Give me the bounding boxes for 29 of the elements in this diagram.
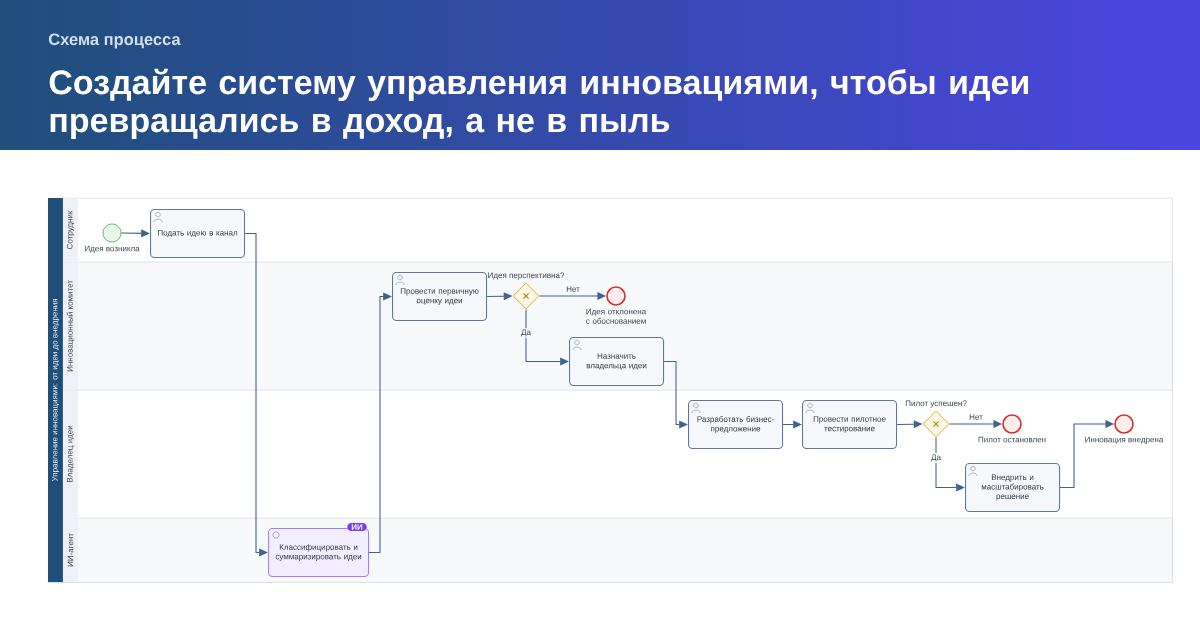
flow-arrow <box>663 361 688 429</box>
edge-label: Да <box>929 453 943 463</box>
event-label: Идея возникла <box>85 245 140 253</box>
edge-label: Да <box>519 328 533 338</box>
kicker-text: Схема процесса <box>48 33 181 49</box>
lane-header: ИИ-агент <box>63 518 78 582</box>
task-box: Разработать бизнес-предложение <box>688 400 784 450</box>
task-box: Провести первичную оценку идеи <box>392 272 488 322</box>
edge-label: Нет <box>564 284 582 294</box>
flow-arrow <box>368 292 392 554</box>
badge: ИИ <box>347 523 367 531</box>
pool-header: Управление инновациями: от идеи до внедрения <box>48 198 63 582</box>
task-box: Провести пилотное тестирование <box>802 400 898 450</box>
title-text: Создайте систему управления инновациями, чтобы идеи превращались в доход, а не в пыль <box>49 68 1028 140</box>
gateway-label: Идея перспективна? <box>488 272 565 280</box>
flow-arrow <box>244 233 268 557</box>
flow-arrow <box>935 436 965 492</box>
task-box: Назначить владельца идеи <box>569 337 665 387</box>
event-label: Пилот остановлен <box>978 436 1046 443</box>
event-label: Идея отклонена с обоснованием <box>586 308 647 324</box>
flow-arrow <box>782 420 802 429</box>
task-box: Подать идею в канал <box>150 209 246 259</box>
event-label: Инновация внедрена <box>1085 436 1164 444</box>
lane-header: Сотрудник <box>63 198 78 262</box>
gateway-label: Пилот успешен? <box>905 400 967 408</box>
flow-arrow <box>120 229 150 238</box>
task-box: Внедрить и масштабировать решение <box>965 463 1061 513</box>
flow-arrow <box>525 308 569 366</box>
edge-label: Нет <box>967 412 985 422</box>
